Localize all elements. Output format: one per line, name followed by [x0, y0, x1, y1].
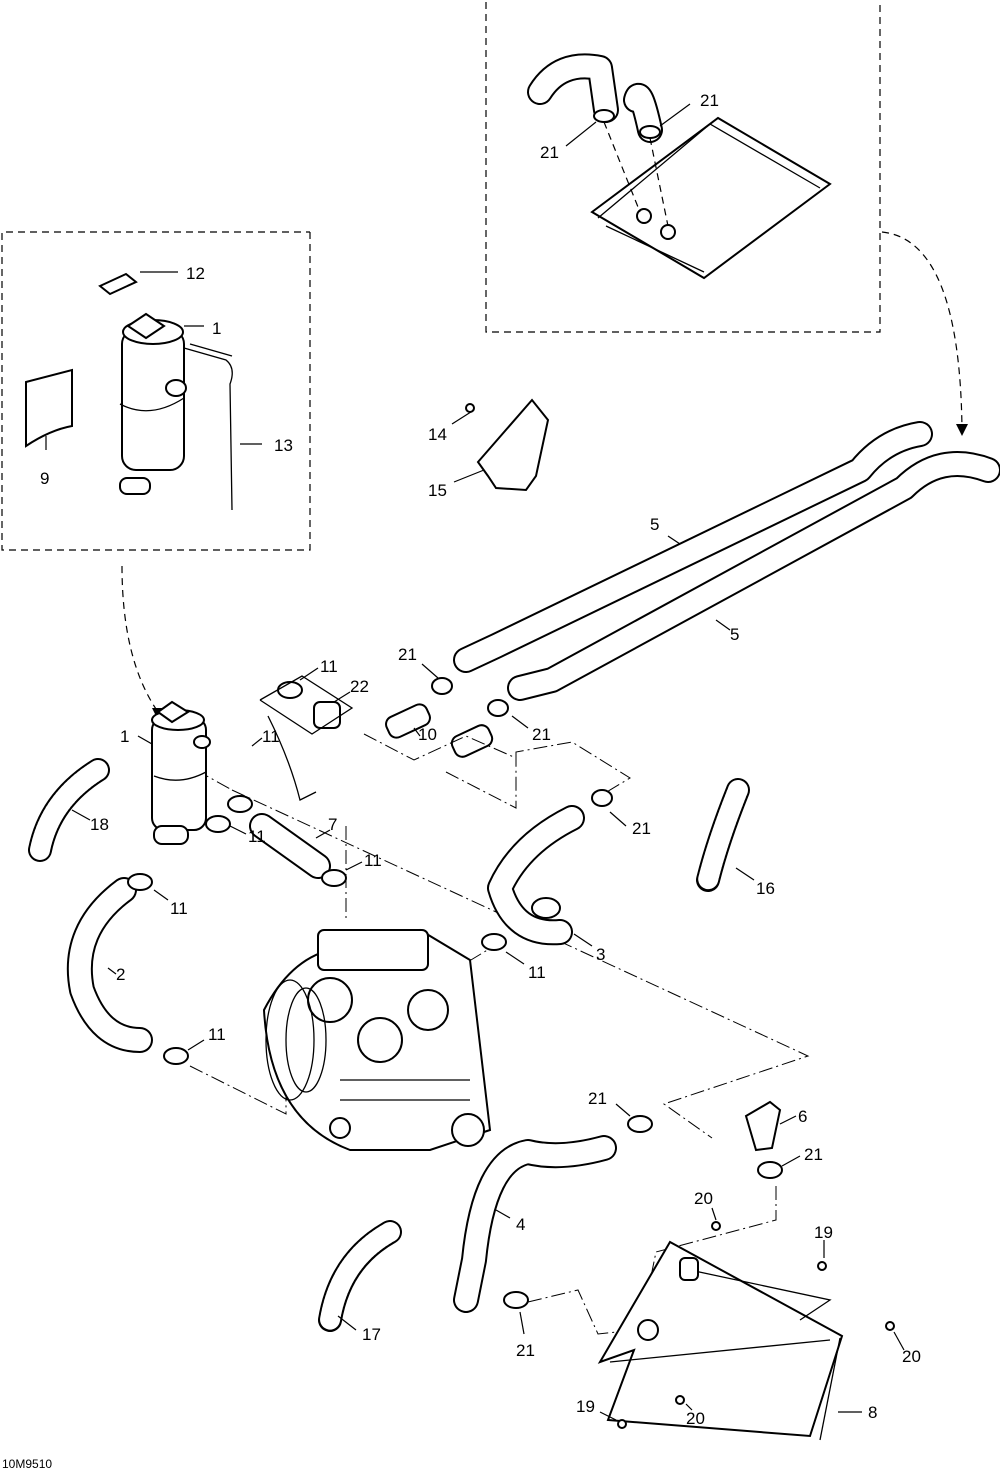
- bracket: [476, 398, 550, 492]
- callout-13: 13: [274, 436, 293, 455]
- callout-11: 11: [528, 963, 546, 982]
- callout-21: 21: [700, 91, 719, 110]
- callout-21: 21: [632, 819, 651, 838]
- callout-6: 6: [798, 1107, 807, 1126]
- heat-exchanger-icon: [597, 1221, 895, 1441]
- callout-22: 22: [350, 677, 369, 696]
- callout-11: 11: [170, 899, 188, 918]
- callout-16: 16: [756, 879, 775, 898]
- callout-20: 20: [694, 1189, 713, 1208]
- callout-15: 15: [428, 481, 447, 500]
- detail-box-radiator: [485, 2, 881, 333]
- callout-17: 17: [362, 1325, 381, 1344]
- callout-5: 5: [650, 515, 659, 534]
- coolant-reservoir-icon: [151, 700, 211, 845]
- callout-20: 20: [686, 1409, 705, 1428]
- diagram-code: 10M9510: [2, 1457, 52, 1471]
- coolant-reservoir-icon: [119, 312, 187, 495]
- callout-1: 1: [212, 319, 221, 338]
- callout-21: 21: [804, 1145, 823, 1164]
- callout-20: 20: [902, 1347, 921, 1366]
- callout-5: 5: [730, 625, 739, 644]
- detail-box-reservoir: [1, 231, 311, 551]
- callout-21: 21: [540, 143, 559, 162]
- callout-11: 11: [262, 727, 280, 746]
- callout-21: 21: [516, 1341, 535, 1360]
- callout-10: 10: [418, 725, 437, 744]
- callout-3: 3: [596, 945, 605, 964]
- callout-18: 18: [90, 815, 109, 834]
- callout-21: 21: [588, 1089, 607, 1108]
- engine-icon: [262, 928, 492, 1151]
- callout-21: 21: [398, 645, 417, 664]
- callout-8: 8: [868, 1403, 877, 1422]
- callout-14: 14: [428, 425, 447, 444]
- callout-4: 4: [516, 1215, 525, 1234]
- callout-21: 21: [532, 725, 551, 744]
- callout-1: 1: [120, 727, 129, 746]
- callout-7: 7: [328, 815, 337, 834]
- callout-19: 19: [576, 1397, 595, 1416]
- callout-12: 12: [186, 264, 205, 283]
- callout-11: 11: [364, 851, 382, 870]
- callout-2: 2: [116, 965, 125, 984]
- radiator-icon: [590, 116, 832, 280]
- callout-11: 11: [208, 1025, 226, 1044]
- callout-11: 11: [320, 657, 338, 676]
- callout-11: 11: [248, 827, 266, 846]
- callout-9: 9: [40, 469, 49, 488]
- callout-19: 19: [814, 1223, 833, 1242]
